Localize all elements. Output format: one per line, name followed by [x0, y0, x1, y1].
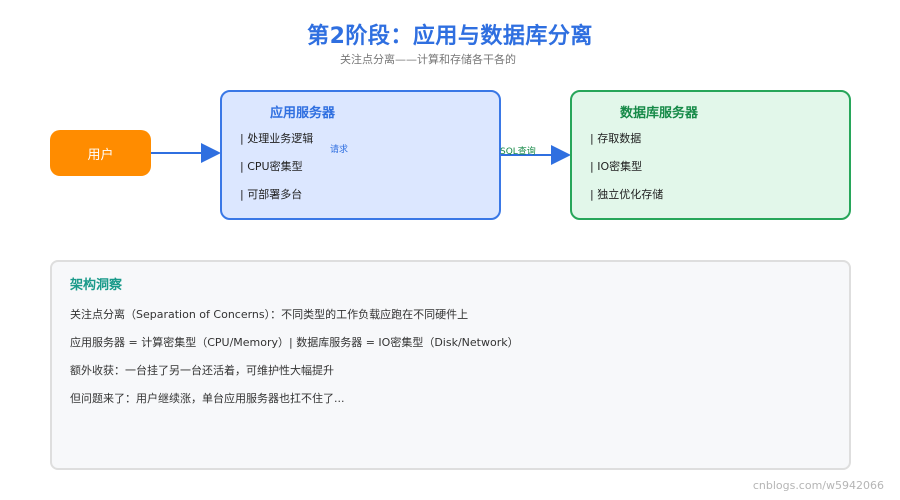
- edge-label-sql: SQL查询: [500, 147, 536, 157]
- db-server-item: | IO密集型: [590, 160, 643, 173]
- edge-label-request: 请求: [330, 145, 349, 155]
- watermark: cnblogs.com/w5942066: [752, 479, 884, 492]
- db-server-node: 数据库服务器 | 存取数据 | IO密集型 | 独立优化存储: [570, 90, 851, 220]
- user-node: 用户: [50, 130, 151, 176]
- insight-line: 额外收获：一台挂了另一台还活着，可维护性大幅提升: [70, 364, 334, 377]
- app-server-node: 应用服务器 | 处理业务逻辑 | CPU密集型 | 可部署多台: [220, 90, 501, 220]
- insight-line: 但问题来了：用户继续涨，单台应用服务器也扛不住了...: [70, 392, 345, 405]
- insight-line: 应用服务器 = 计算密集型（CPU/Memory）| 数据库服务器 = IO密集…: [70, 336, 519, 349]
- db-server-item: | 存取数据: [590, 132, 642, 145]
- page-subtitle: 关注点分离——计算和存储各干各的: [340, 53, 516, 66]
- db-server-title: 数据库服务器: [620, 106, 699, 121]
- app-server-item: | CPU密集型: [240, 160, 303, 173]
- insight-title: 架构洞察: [70, 278, 123, 293]
- app-server-item: | 处理业务逻辑: [240, 132, 314, 145]
- app-server-title: 应用服务器: [270, 106, 336, 121]
- insight-panel: 架构洞察 关注点分离（Separation of Concerns）：不同类型的…: [50, 260, 851, 470]
- insight-line: 关注点分离（Separation of Concerns）：不同类型的工作负载应…: [70, 308, 469, 321]
- page-title: 第2阶段：应用与数据库分离: [307, 24, 593, 49]
- db-server-item: | 独立优化存储: [590, 188, 664, 201]
- app-server-item: | 可部署多台: [240, 188, 303, 201]
